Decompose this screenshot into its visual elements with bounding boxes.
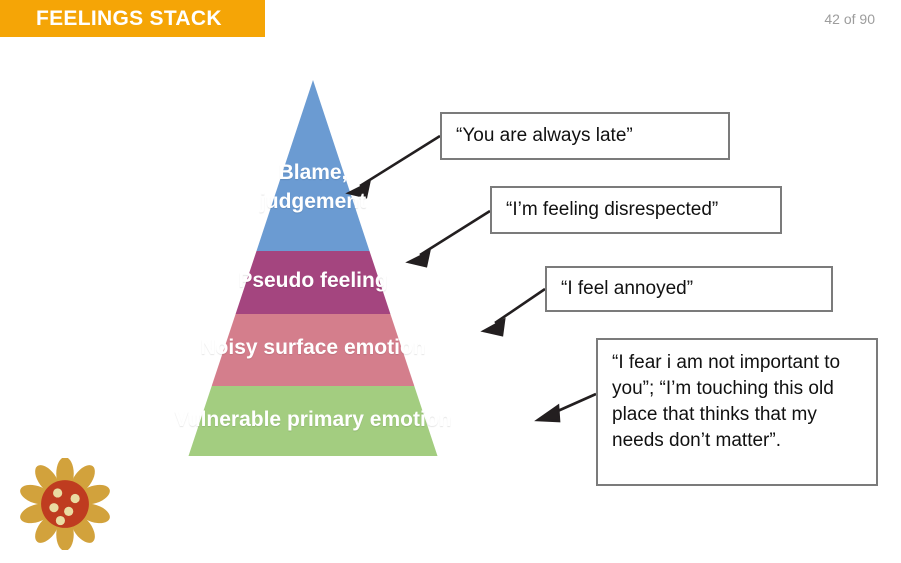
callout-box-blame: “You are always late” [440, 112, 730, 160]
pyramid-label-pseudo-feeling: Pseudo feeling [238, 269, 388, 292]
callout-box-noisy-surface: “I feel annoyed” [545, 266, 833, 312]
callout-text: “You are always late” [456, 125, 633, 146]
callout-text: “I fear i am not important to you”; “I’m… [612, 352, 841, 451]
seed-dot [53, 488, 63, 498]
seed-dot [70, 493, 80, 504]
callout-text: “I’m feeling disrespected” [506, 199, 719, 220]
sunflower-seeds [49, 488, 80, 526]
callout-box-pseudo-feeling: “I’m feeling disrespected” [490, 186, 782, 234]
sunflower-logo [20, 458, 110, 550]
seed-dot [64, 506, 74, 516]
callout-text: “I feel annoyed” [561, 278, 694, 299]
seed-dot [49, 503, 59, 513]
arrow-line-1 [419, 209, 491, 257]
sunflower-disc [41, 480, 89, 528]
pyramid-label-line-1: Blame, [278, 161, 348, 184]
pyramid-label-noisy-surface-emotion: Noisy surface emotion [200, 336, 426, 359]
arrow-head-2 [480, 317, 506, 337]
title-banner: FEELINGS STACK [0, 0, 265, 37]
callout-box-vulnerable-primary: “I fear i am not important to you”; “I’m… [596, 338, 878, 486]
arrow-head-3 [534, 403, 561, 423]
arrow-line-2 [494, 287, 546, 325]
pyramid-label-line-2: judgement [259, 190, 367, 213]
page-title: FEELINGS STACK [36, 6, 222, 30]
pyramid-label-blame-judgement: Blame, judgement [193, 158, 433, 216]
pyramid-label-vulnerable-primary-emotion: Vulnerable primary emotion [174, 408, 452, 431]
arrow-line-3 [550, 392, 597, 416]
arrow-head-1 [405, 249, 431, 268]
seed-dot [55, 515, 65, 526]
page-counter: 42 of 90 [824, 11, 875, 27]
